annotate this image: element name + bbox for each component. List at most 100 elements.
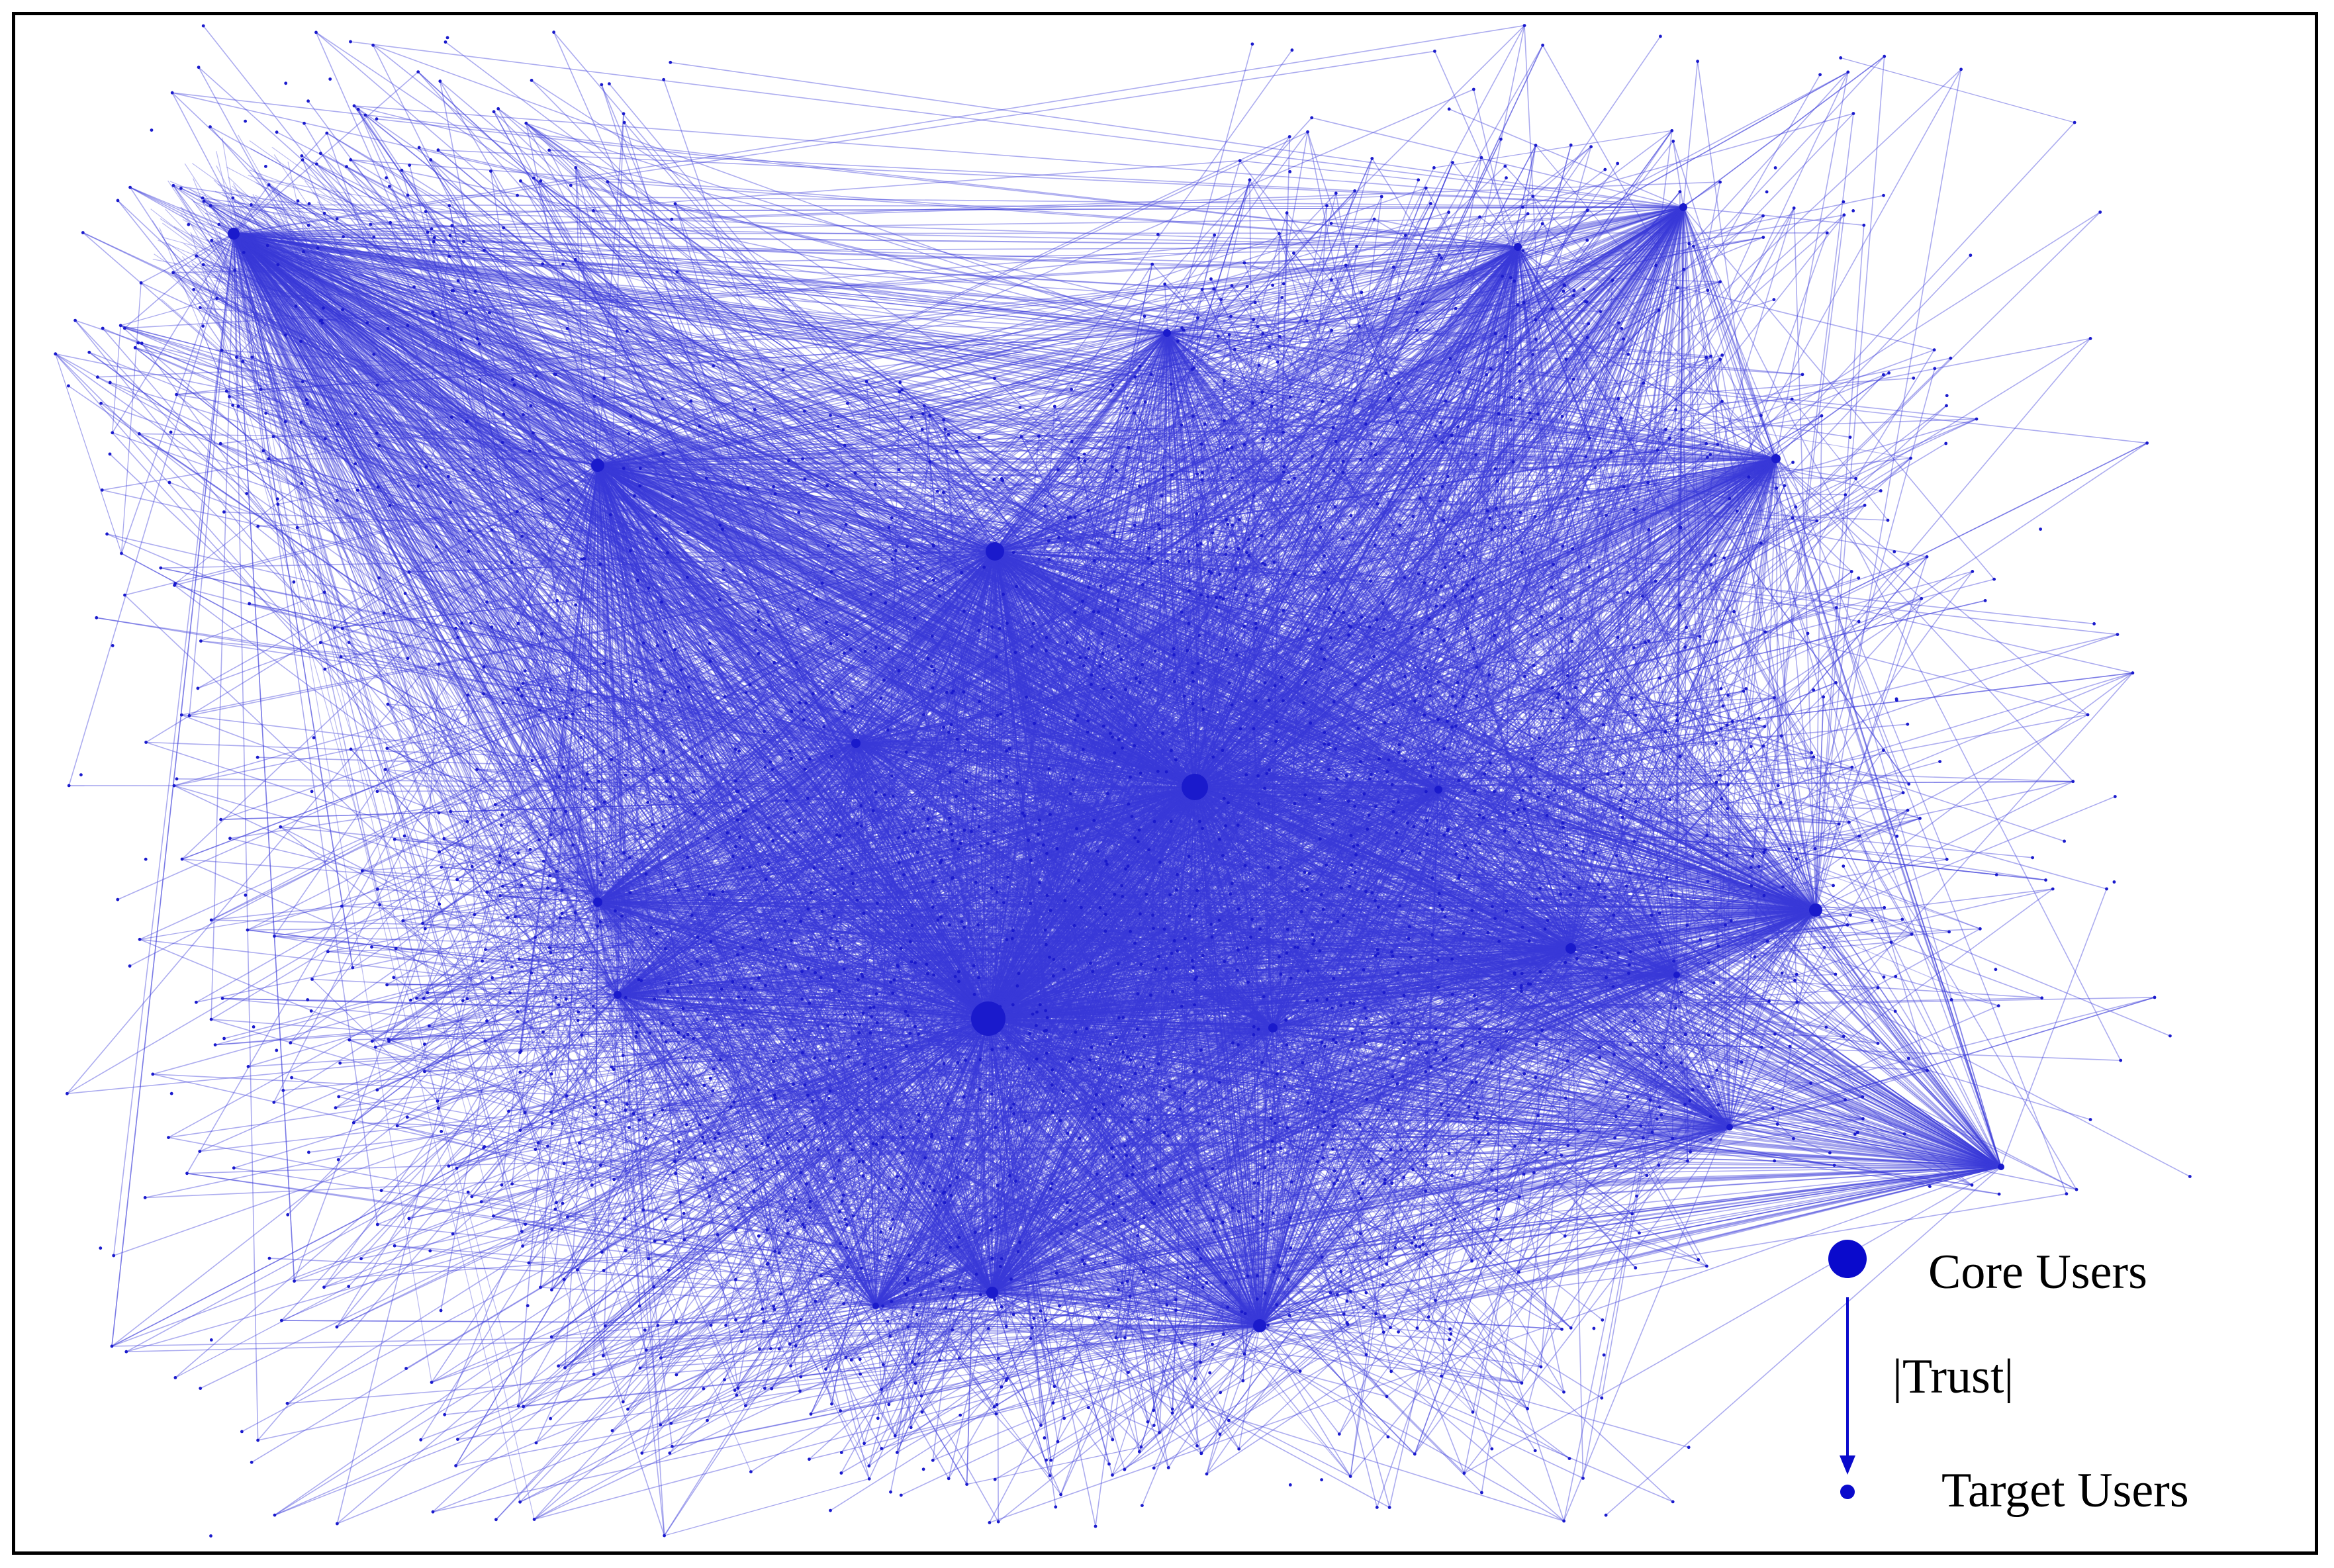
trust-edge (988, 246, 1358, 1019)
trust-edge (988, 761, 1940, 1019)
trust-edge (988, 257, 1442, 1019)
trust-edge (745, 692, 989, 1019)
trust-edge (301, 422, 989, 1019)
trust-edge (988, 1018, 1264, 1225)
trust-edge (988, 113, 1854, 1019)
trust-edge (988, 874, 1178, 1019)
trust-edge (355, 463, 989, 1019)
trust-edge (988, 213, 1528, 1019)
trust-edge (988, 732, 1325, 1019)
trust-edge (988, 1018, 1351, 1477)
trust-edge (833, 915, 989, 1019)
trust-edge (988, 277, 1512, 1019)
trust-edge (670, 62, 1684, 208)
trust-edge (988, 1018, 1688, 1162)
trust-edge (614, 1018, 989, 1180)
trust-edge (469, 530, 989, 1019)
trust-edge (988, 857, 1468, 1019)
trust-edge (669, 1018, 989, 1453)
trust-edge (988, 625, 1245, 1019)
trust-edge (988, 953, 1378, 1019)
trust-edge (988, 997, 2042, 1019)
trust-edge (121, 553, 989, 1019)
trust-edge (988, 365, 1260, 1019)
trust-edge (810, 1018, 989, 1414)
trust-edge (988, 1018, 1065, 1418)
trust-edge (639, 1018, 989, 1307)
trust-edge (988, 958, 1577, 1019)
trust-edge (988, 937, 1251, 1019)
trust-edge (988, 396, 1291, 1019)
trust-edge (923, 406, 989, 1019)
trust-edge (988, 682, 1141, 1019)
trust-edge (519, 958, 989, 1019)
trust-edge (988, 941, 1768, 1019)
trust-edge (988, 383, 1399, 1019)
trust-edge (355, 463, 989, 1019)
trust-edge (988, 672, 2133, 1019)
trust-edge (988, 1018, 1068, 1203)
trust-edge (988, 993, 1453, 1019)
trust-edge (173, 785, 989, 1019)
trust-edge (988, 772, 1624, 1019)
trust-edge (988, 547, 1150, 1019)
trust-edge (988, 900, 1066, 1019)
trust-edge (773, 1018, 989, 1062)
trust-edge (230, 837, 989, 1019)
trust-edge (988, 690, 1744, 1019)
trust-edge (765, 985, 989, 1019)
trust-edge (418, 147, 989, 1019)
trust-edge (599, 563, 989, 1019)
trust-edge (575, 259, 989, 1019)
trust-edge (988, 634, 1538, 1019)
trust-edge (988, 958, 1577, 1019)
trust-edge (988, 504, 1865, 1019)
trust-edge (758, 653, 989, 1019)
trust-edge (745, 692, 989, 1019)
trust-edge (767, 1018, 989, 1146)
trust-edge (541, 633, 989, 1019)
trust-edge (980, 845, 989, 1019)
trust-edge (541, 633, 989, 1019)
trust-edge (335, 1018, 989, 1109)
trust-edge (281, 1018, 989, 1321)
trust-edge (988, 1018, 1629, 1107)
trust-edge (433, 241, 989, 1019)
trust-edge (988, 651, 1156, 1019)
trust-edge (988, 1018, 1323, 1043)
trust-edge (336, 1018, 989, 1328)
trust-edge (353, 105, 989, 1019)
trust-edge (765, 879, 989, 1019)
trust-edge (988, 1001, 1769, 1019)
trust-edge (138, 433, 989, 1019)
trust-edge (843, 1018, 989, 1305)
trust-edge (665, 1018, 989, 1243)
trust-edge (988, 372, 1890, 1019)
trust-edge (988, 841, 1635, 1019)
trust-edge (988, 1018, 1568, 1062)
trust-edge (911, 1018, 989, 1362)
trust-edge (686, 1018, 989, 1125)
trust-edge (988, 954, 1203, 1019)
trust-edge (988, 297, 1283, 1019)
trust-edge (138, 433, 989, 1019)
trust-edge (988, 563, 1153, 1019)
trust-edge (906, 752, 989, 1019)
trust-edge (643, 643, 989, 1019)
trust-edge (611, 1018, 989, 1068)
trust-edge (460, 339, 989, 1019)
trust-edge (988, 1018, 1542, 1031)
trust-edge (988, 235, 1407, 1019)
trust-edge (988, 623, 1008, 1019)
trust-edge (908, 1018, 989, 1328)
trust-edge (988, 438, 1590, 1019)
trust-edge (932, 1018, 989, 1461)
trust-edge (307, 999, 989, 1019)
trust-edge (787, 1018, 989, 1150)
trust-edge (988, 586, 1552, 1019)
trust-edge (449, 255, 989, 1019)
trust-edge (457, 280, 989, 1019)
trust-edge (988, 415, 1822, 1019)
trust-edge (839, 1018, 989, 1212)
trust-edge (802, 1018, 989, 1225)
